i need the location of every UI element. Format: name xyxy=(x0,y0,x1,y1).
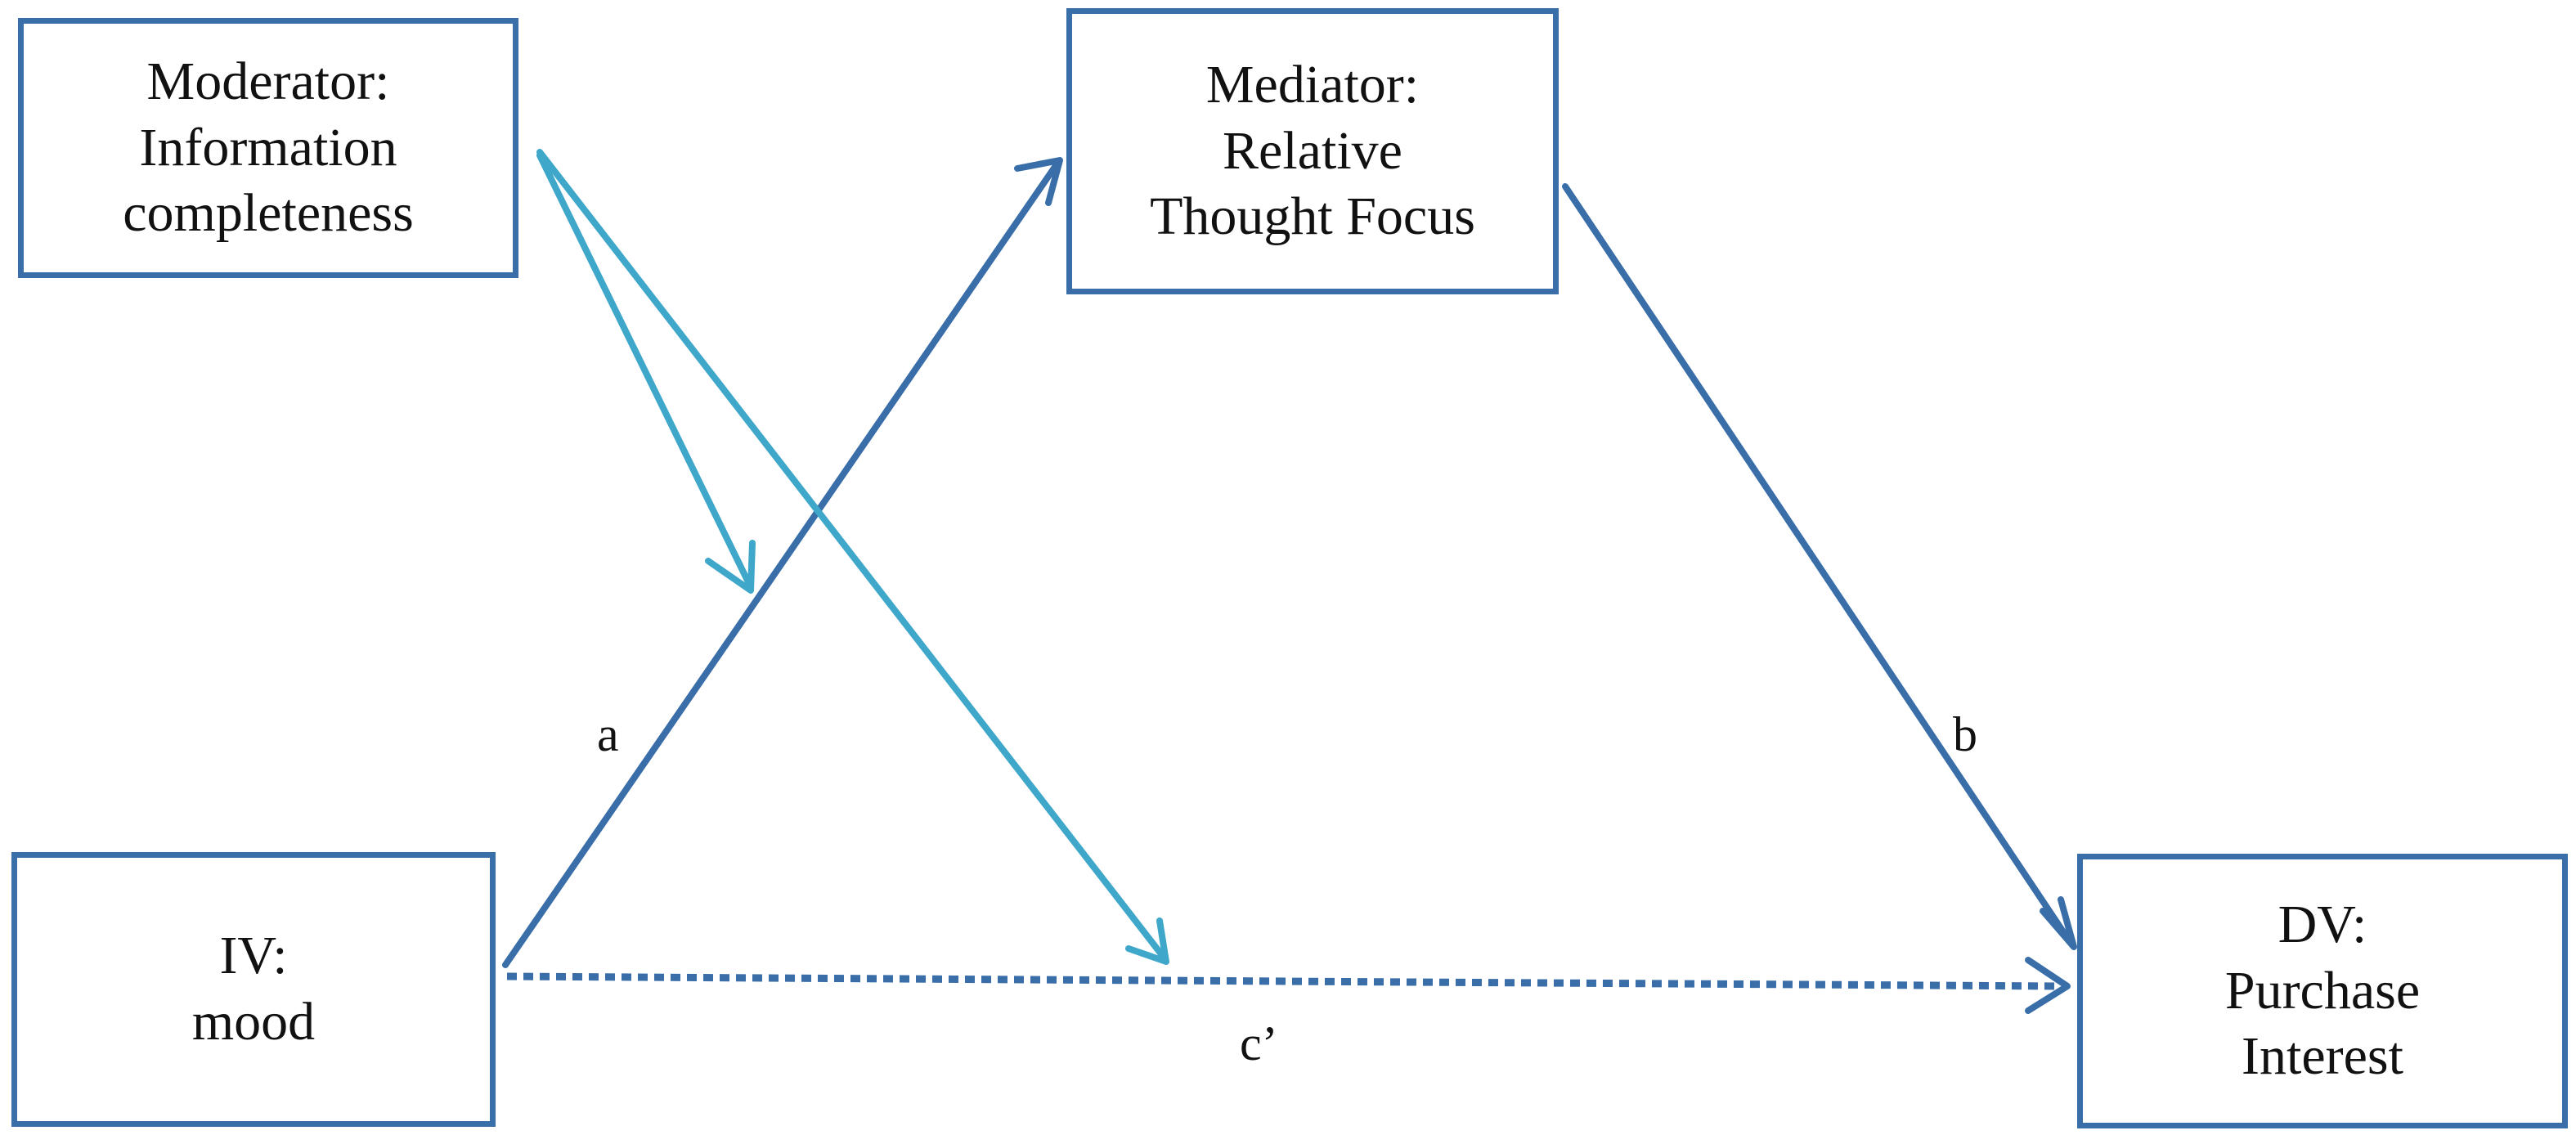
moderator-box: Moderator: Information completeness xyxy=(18,18,518,278)
moderator-line-1: Moderator: xyxy=(146,52,390,112)
dv-line-3: Interest xyxy=(2242,1026,2403,1087)
dv-line-2: Purchase xyxy=(2224,960,2421,1021)
arrow-a xyxy=(502,157,1063,968)
dv-line-1: DV: xyxy=(2278,895,2367,955)
mediator-line-2: Relative xyxy=(1223,120,1402,181)
moderator-line-2: Information xyxy=(139,117,397,177)
dv-box: DV: Purchase Interest xyxy=(2077,854,2568,1128)
moderator-arrow-to-a xyxy=(536,152,756,594)
iv-box: IV: mood xyxy=(11,852,496,1127)
mediator-box: Mediator: Relative Thought Focus xyxy=(1066,8,1559,294)
iv-line-1: IV: xyxy=(219,926,288,986)
mediator-line-1: Mediator: xyxy=(1205,55,1420,115)
moderator-arrow-to-c-prime xyxy=(536,149,1169,965)
mediator-line-3: Thought Focus xyxy=(1150,186,1475,247)
path-label-b: b xyxy=(1953,707,1977,761)
arrow-b xyxy=(1562,183,2077,950)
path-label-c-prime: c’ xyxy=(1240,1016,1278,1070)
moderator-line-3: completeness xyxy=(123,183,414,244)
iv-line-2: mood xyxy=(191,992,316,1052)
arrow-c-prime xyxy=(506,957,2071,1014)
path-label-a: a xyxy=(597,707,619,761)
